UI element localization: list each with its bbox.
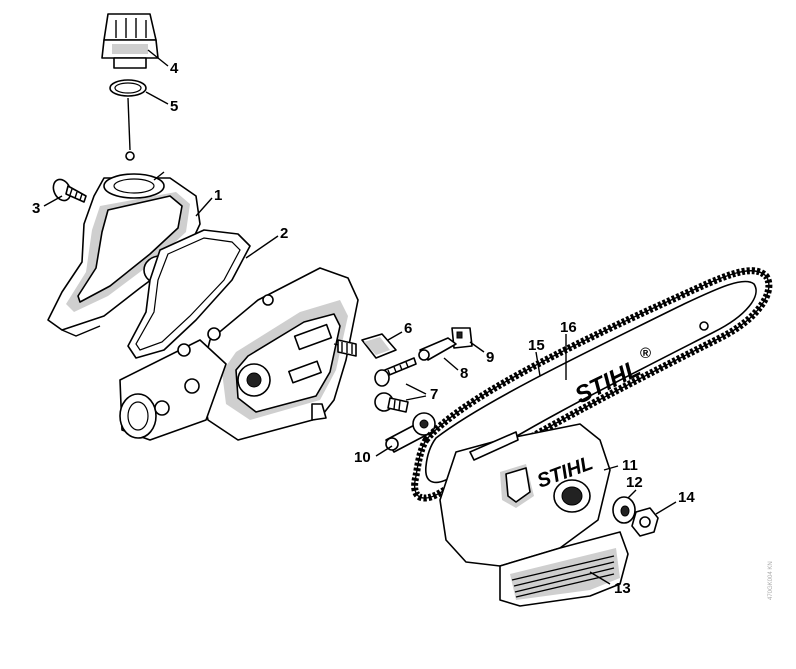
callout-13: 13 [614, 580, 631, 597]
callout-6: 6 [404, 320, 412, 337]
gasket [127, 229, 251, 359]
screw-3 [52, 178, 87, 203]
callout-10: 10 [354, 449, 371, 466]
callout-15: 15 [528, 337, 545, 354]
gearbox-housing [119, 267, 359, 441]
callout-1: 1 [214, 187, 222, 204]
callout-9: 9 [486, 349, 494, 366]
callout-8: 8 [460, 365, 468, 382]
nut-14 [631, 507, 659, 537]
leader-lines [43, 49, 677, 585]
washer-12 [612, 496, 636, 524]
callout-14: 14 [678, 489, 695, 506]
saw-chain [411, 267, 773, 502]
callout-labels: 4 5 3 1 2 6 9 8 7 10 15 16 11 12 14 13 [32, 60, 695, 597]
tensioning-screw-7 [374, 357, 417, 413]
callout-7: 7 [430, 386, 438, 403]
oil-tank-cap [101, 13, 159, 69]
cover-plate [499, 531, 629, 607]
side-reference-code: 470GK004 KN [768, 561, 774, 600]
callout-11: 11 [622, 457, 638, 474]
tensioner-8 [418, 337, 457, 361]
o-ring-and-pickup [109, 79, 147, 161]
callout-4: 4 [170, 60, 179, 77]
callout-5: 5 [170, 98, 178, 115]
sprocket-cover: STIHL [439, 423, 611, 567]
callout-2: 2 [280, 225, 288, 242]
callout-12: 12 [626, 474, 643, 491]
trademark-symbol: ® [640, 345, 651, 362]
callout-16: 16 [560, 319, 577, 336]
tensioner-10 [385, 412, 436, 453]
spike-6 [361, 333, 397, 359]
callout-3: 3 [32, 200, 40, 217]
